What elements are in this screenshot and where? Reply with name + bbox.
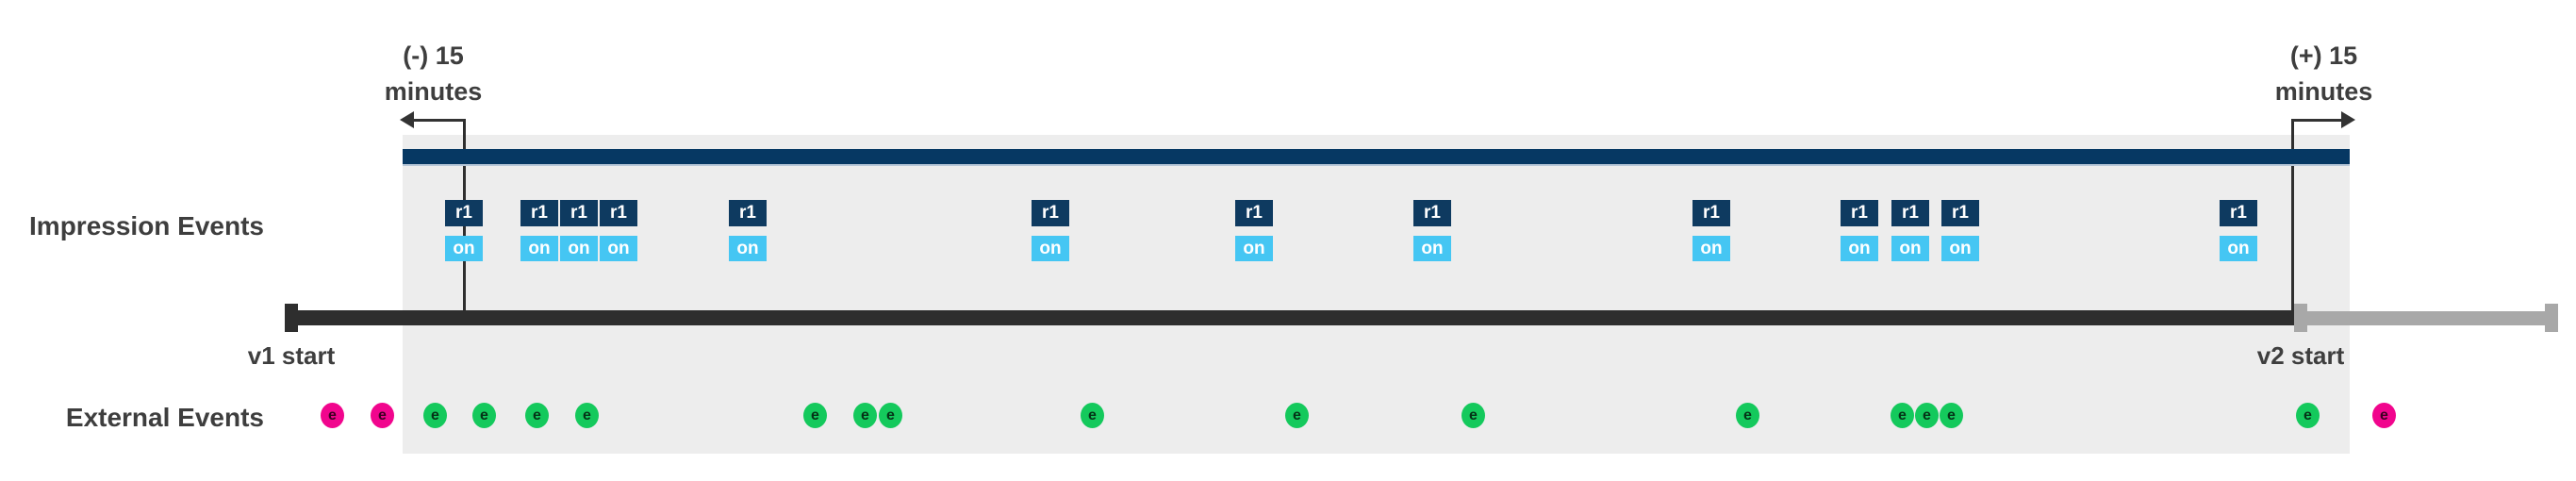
v1-start-label: v1 start <box>247 341 336 370</box>
r1-badge: r1 <box>445 200 483 226</box>
impression-event: r1 on <box>1235 200 1273 261</box>
external-event-dot: e <box>1940 403 1963 428</box>
impression-event: r1 on <box>2220 200 2257 261</box>
r1-badge: r1 <box>1941 200 1979 226</box>
pre-window-offset-text: (-) 15 <box>403 41 464 70</box>
on-badge: on <box>600 236 637 261</box>
external-events-row-label: External Events <box>65 403 264 432</box>
external-event-dot: e <box>1285 403 1309 428</box>
external-event-dot: e <box>879 403 902 428</box>
r1-badge: r1 <box>1891 200 1929 226</box>
impression-events-row-label: Impression Events <box>29 211 264 240</box>
external-event-dot: e <box>472 403 496 428</box>
on-badge: on <box>560 236 598 261</box>
r1-badge: r1 <box>1032 200 1069 226</box>
on-badge: on <box>1235 236 1273 261</box>
on-badge: on <box>2220 236 2257 261</box>
external-event-dot: e <box>371 403 394 428</box>
arrow-right-icon <box>2341 111 2355 128</box>
pre-window-label: (-) 15 minutes <box>349 38 519 109</box>
impression-event: r1 on <box>1891 200 1929 261</box>
on-badge: on <box>1941 236 1979 261</box>
external-event-dot: e <box>2296 403 2320 428</box>
r1-badge: r1 <box>520 200 558 226</box>
r1-badge: r1 <box>1235 200 1273 226</box>
timeline-end-cap <box>2545 304 2558 332</box>
pre-window-unit-text: minutes <box>384 77 483 106</box>
impression-event: r1 on <box>1032 200 1069 261</box>
r1-badge: r1 <box>2220 200 2257 226</box>
impression-event: r1 on <box>729 200 767 261</box>
v2-start-cap <box>2294 304 2307 332</box>
external-event-dot: e <box>803 403 827 428</box>
impression-event: r1 on <box>560 200 598 261</box>
arrow-left-icon <box>400 111 414 128</box>
impression-event: r1 on <box>1413 200 1451 261</box>
external-event-dot: e <box>423 403 447 428</box>
external-event-dot: e <box>2372 403 2396 428</box>
version-duration-bar <box>403 149 2350 166</box>
v1-start-cap <box>285 304 298 332</box>
r1-badge: r1 <box>1841 200 1878 226</box>
external-event-dot: e <box>525 403 549 428</box>
v2-start-marker-line <box>2291 119 2294 311</box>
impression-event: r1 on <box>445 200 483 261</box>
on-badge: on <box>729 236 767 261</box>
v2-start-label: v2 start <box>2256 341 2345 370</box>
r1-badge: r1 <box>560 200 598 226</box>
pre-window-arrow <box>412 119 464 122</box>
external-event-dot: e <box>321 403 344 428</box>
r1-badge: r1 <box>1693 200 1730 226</box>
v2-timeline-bar <box>2294 311 2558 325</box>
impression-event: r1 on <box>1941 200 1979 261</box>
r1-badge: r1 <box>729 200 767 226</box>
external-event-dot: e <box>1915 403 1939 428</box>
on-badge: on <box>1693 236 1730 261</box>
analysis-window-box <box>403 135 2350 454</box>
r1-badge: r1 <box>1413 200 1451 226</box>
external-event-dot: e <box>1891 403 1914 428</box>
r1-badge: r1 <box>600 200 637 226</box>
post-window-label: (+) 15 minutes <box>2239 38 2409 109</box>
on-badge: on <box>1891 236 1929 261</box>
on-badge: on <box>1413 236 1451 261</box>
external-event-dot: e <box>1736 403 1759 428</box>
external-event-dot: e <box>1461 403 1485 428</box>
impression-event: r1 on <box>520 200 558 261</box>
post-window-unit-text: minutes <box>2274 77 2373 106</box>
impression-event: r1 on <box>600 200 637 261</box>
on-badge: on <box>520 236 558 261</box>
impression-event: r1 on <box>1841 200 1878 261</box>
external-event-dot: e <box>1081 403 1104 428</box>
post-window-offset-text: (+) 15 <box>2289 41 2358 70</box>
post-window-arrow <box>2292 119 2343 122</box>
external-event-dot: e <box>575 403 599 428</box>
on-badge: on <box>445 236 483 261</box>
impression-event: r1 on <box>1693 200 1730 261</box>
on-badge: on <box>1032 236 1069 261</box>
on-badge: on <box>1841 236 1878 261</box>
v1-timeline-bar <box>285 310 2294 325</box>
external-event-dot: e <box>853 403 877 428</box>
